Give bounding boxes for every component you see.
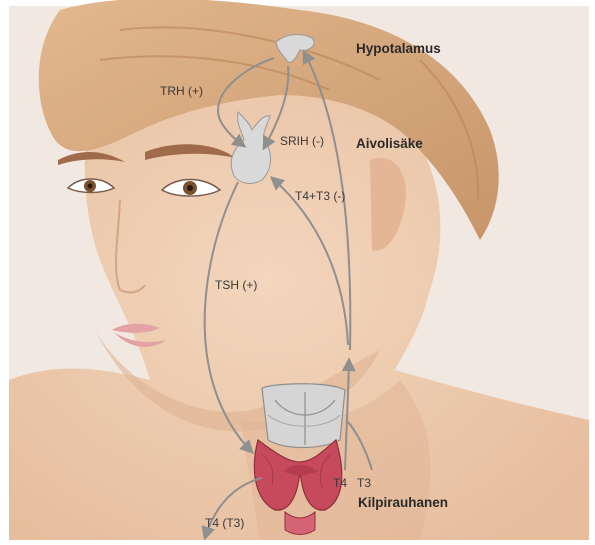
output-label: T4 (T3) (205, 516, 244, 530)
t3-label: T3 (357, 476, 371, 490)
trh-label: TRH (+) (160, 84, 203, 98)
feedback-label: T4+T3 (-) (295, 189, 345, 203)
hypothalamus-label: Hypotalamus (356, 41, 441, 56)
pituitary-label: Aivolisäke (356, 136, 423, 151)
srih-label: SRIH (-) (280, 134, 324, 148)
thyroid-label: Kilpirauhanen (358, 495, 448, 510)
larynx-shape (262, 384, 345, 448)
t4-label: T4 (333, 476, 347, 490)
tsh-label: TSH (+) (215, 278, 257, 292)
